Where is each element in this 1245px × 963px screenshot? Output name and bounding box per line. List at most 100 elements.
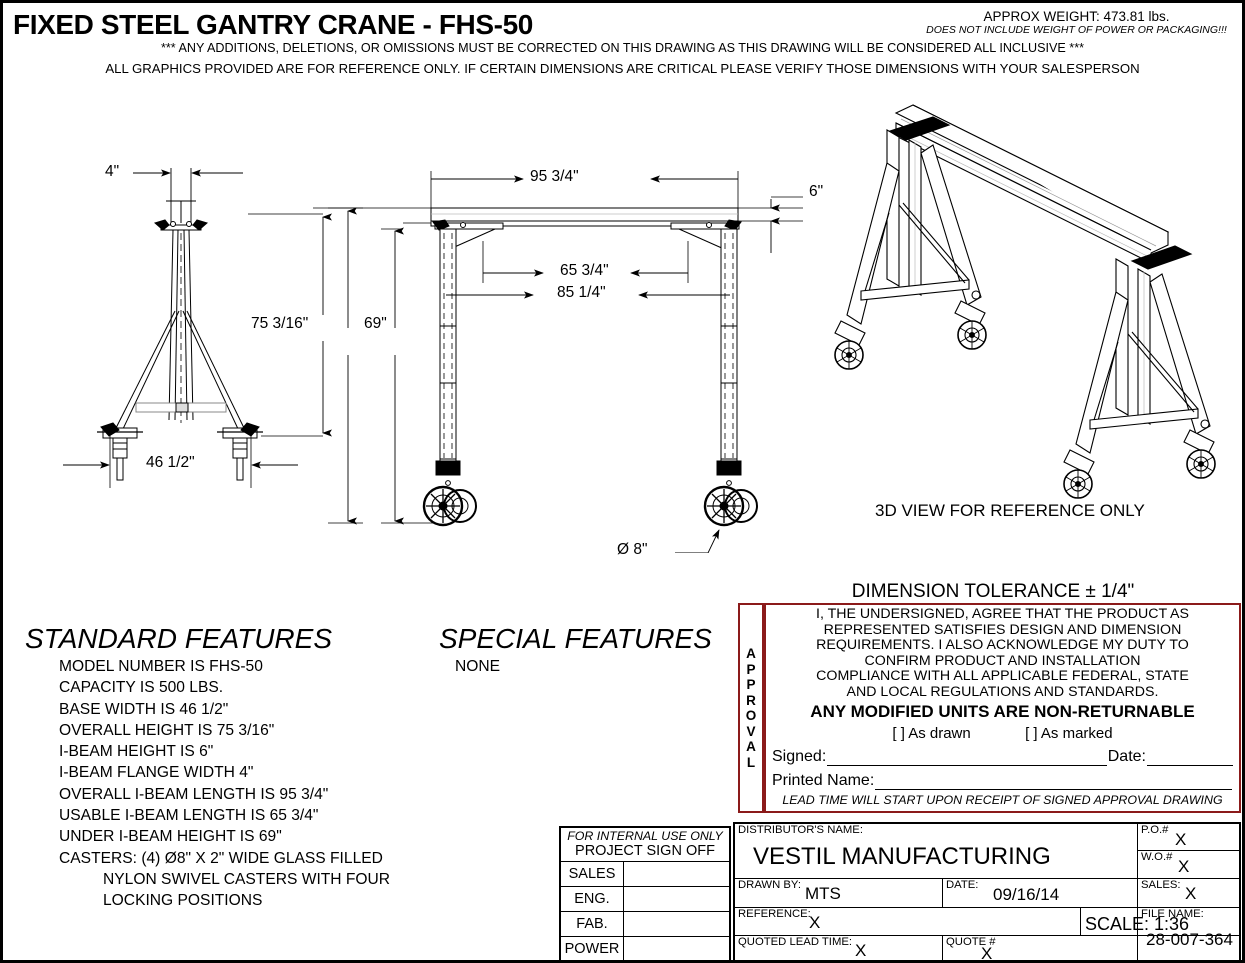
approval-paragraph-line: REPRESENTED SATISFIES DESIGN AND DIMENSI… (823, 621, 1182, 638)
standard-feature-item: MODEL NUMBER IS FHS-50 (59, 658, 263, 675)
notice-line-1: *** ANY ADDITIONS, DELETIONS, OR OMISSIO… (160, 41, 1085, 55)
printed-name-label: Printed Name: (772, 771, 875, 789)
standard-feature-item: USABLE I-BEAM LENGTH IS 65 3/4" (59, 807, 319, 825)
drawing-area: 4" 75 3/16" 46 1/2" 95 3/4" 65 3/4" 85 1… (3, 83, 1242, 558)
signoff-header: FOR INTERNAL USE ONLY PROJECT SIGN OFF (561, 828, 729, 862)
checkbox-as-drawn[interactable]: [ ] As drawn (892, 724, 971, 742)
lead-time-notice: LEAD TIME WILL START UPON RECEIPT OF SIG… (782, 792, 1223, 807)
drawn-by-label: DRAWN BY: (738, 879, 801, 891)
date-field[interactable] (1147, 752, 1233, 766)
standard-feature-item: OVERALL I-BEAM LENGTH IS 95 3/4" (59, 785, 329, 803)
title-block-row-drawn: DRAWN BY: MTS DATE: 09/16/14 SALES: X (735, 879, 1239, 908)
po-wo-cell: P.O.# X W.O.# X (1138, 824, 1239, 878)
standard-features-list: MODEL NUMBER IS FHS-50 CAPACITY IS 500 L… (59, 656, 390, 912)
quote-label: QUOTE # (946, 936, 996, 948)
signoff-header-line1: FOR INTERNAL USE ONLY (567, 829, 723, 843)
drawn-by-value: MTS (805, 884, 841, 903)
special-feature-item: NONE (455, 658, 501, 675)
file-name-label: FILE NAME: (1141, 908, 1204, 920)
signoff-row-sales: SALES (561, 862, 729, 887)
dim-flange-width: 4" (105, 163, 120, 180)
signature-field[interactable] (827, 752, 1107, 766)
approx-weight-block: APPROX WEIGHT: 473.81 lbs. DOES NOT INCL… (919, 9, 1234, 36)
sales-value: X (1185, 884, 1197, 903)
signoff-value-sales[interactable] (624, 862, 729, 886)
technical-drawing-svg (63, 104, 1216, 554)
po-value: X (1175, 830, 1187, 849)
quoted-lead-time-value: X (855, 941, 867, 960)
distributor-label: DISTRIBUTOR'S NAME: (738, 824, 863, 836)
standard-features-heading: STANDARD FEATURES (25, 623, 332, 654)
special-features-heading: SPECIAL FEATURES (439, 623, 712, 654)
po-label: P.O.# (1141, 824, 1169, 836)
wo-label: W.O.# (1141, 851, 1173, 863)
title-block: DISTRIBUTOR'S NAME: VESTIL MANUFACTURING… (733, 822, 1241, 963)
standard-feature-item: UNDER I-BEAM HEIGHT IS 69" (59, 828, 282, 846)
signoff-row-power: POWER (561, 937, 729, 960)
approx-weight-value: APPROX WEIGHT: 473.81 lbs. (983, 9, 1170, 24)
dim-beam-length: 95 3/4" (530, 168, 579, 185)
standard-feature-item: BASE WIDTH IS 46 1/2" (59, 700, 229, 718)
approval-paragraph-line: COMPLIANCE WITH ALL APPLICABLE FEDERAL, … (816, 668, 1189, 685)
standard-feature-item: I-BEAM FLANGE WIDTH 4" (59, 764, 254, 782)
signoff-value-power[interactable] (624, 937, 729, 960)
file-name-spill-cell (1138, 936, 1239, 960)
approval-paragraph: I, THE UNDERSIGNED, AGREE THAT THE PRODU… (772, 606, 1233, 701)
signoff-value-fab[interactable] (624, 912, 729, 936)
quote-number-cell: QUOTE # X (943, 936, 1138, 963)
dimension-tolerance-label: DIMENSION TOLERANCE ± 1/4" (851, 581, 1135, 602)
file-name-cell: FILE NAME: 28-007-364 (1138, 908, 1239, 949)
file-name-value: 28-007-364 (1146, 930, 1233, 949)
standard-feature-item: OVERALL HEIGHT IS 75 3/16" (59, 721, 275, 739)
quote-value: X (981, 944, 993, 963)
distributor-cell: DISTRIBUTOR'S NAME: VESTIL MANUFACTURING (735, 824, 1138, 878)
special-features-list: NONE (455, 656, 500, 677)
drawn-by-cell: DRAWN BY: MTS (735, 879, 943, 907)
date-label: Date: (1107, 747, 1146, 765)
dim-overall-height: 75 3/16" (251, 315, 309, 332)
reference-value: X (809, 913, 821, 932)
printed-name-row: Printed Name: (772, 772, 1233, 790)
signoff-value-eng[interactable] (624, 887, 729, 911)
signoff-label-eng: ENG. (561, 887, 624, 911)
dim-caster-diameter: Ø 8" (617, 541, 648, 558)
standard-feature-item: I-BEAM HEIGHT IS 6" (59, 743, 214, 761)
sales-label: SALES: (1141, 879, 1181, 891)
project-signoff-block: FOR INTERNAL USE ONLY PROJECT SIGN OFF S… (559, 826, 731, 960)
signature-row: Signed: Date: (772, 748, 1233, 766)
signoff-header-line2: PROJECT SIGN OFF (575, 843, 715, 859)
sales-cell: SALES: X (1138, 879, 1239, 907)
scale-cell: SCALE: 1:36 (1081, 908, 1189, 935)
page-title: FIXED STEEL GANTRY CRANE - FHS-50 (13, 9, 533, 40)
signed-label: Signed: (772, 747, 827, 765)
quoted-lead-time-label: QUOTED LEAD TIME: (738, 936, 853, 948)
date-cell: DATE: 09/16/14 (943, 879, 1138, 907)
standard-feature-item-cont: NYLON SWIVEL CASTERS WITH FOUR (103, 870, 391, 888)
approval-paragraph-line: CONFIRM PRODUCT AND INSTALLATION (864, 652, 1141, 669)
signoff-label-power: POWER (561, 937, 624, 960)
title-block-row-distributor: DISTRIBUTOR'S NAME: VESTIL MANUFACTURING… (735, 824, 1239, 879)
signoff-row-fab: FAB. (561, 912, 729, 937)
date-label: DATE: (946, 879, 979, 891)
reference-label: REFERENCE: (738, 908, 811, 920)
standard-feature-item: CASTERS: (4) Ø8" X 2" WIDE GLASS FILLED (59, 849, 383, 867)
dim-span-outer: 85 1/4" (557, 284, 606, 301)
po-cell: P.O.# X (1138, 824, 1239, 851)
non-returnable-notice: ANY MODIFIED UNITS ARE NON-RETURNABLE (810, 701, 1195, 721)
approx-weight-note: DOES NOT INCLUDE WEIGHT OF POWER OR PACK… (926, 24, 1227, 36)
view-caption-3d: 3D VIEW FOR REFERENCE ONLY (875, 501, 1145, 520)
checkbox-as-marked[interactable]: [ ] As marked (1025, 724, 1113, 742)
quoted-lead-time-cell: QUOTED LEAD TIME: X (735, 936, 943, 960)
distributor-value: VESTIL MANUFACTURING (753, 843, 1051, 870)
reference-cell: REFERENCE: X (735, 908, 1081, 935)
title-block-row-reference: REFERENCE: X SCALE: 1:36 FILE NAME: 28-0… (735, 908, 1239, 949)
signoff-label-fab: FAB. (561, 912, 624, 936)
printed-name-field[interactable] (875, 776, 1232, 790)
wo-cell: W.O.# X (1138, 851, 1239, 878)
approval-body: I, THE UNDERSIGNED, AGREE THAT THE PRODU… (764, 605, 1239, 811)
signoff-row-eng: ENG. (561, 887, 729, 912)
standard-feature-item: CAPACITY IS 500 LBS. (59, 679, 224, 697)
approval-checkboxes: [ ] As drawn [ ] As marked (772, 725, 1233, 742)
title-block-row-quote: QUOTED LEAD TIME: X QUOTE # X (735, 936, 1239, 963)
